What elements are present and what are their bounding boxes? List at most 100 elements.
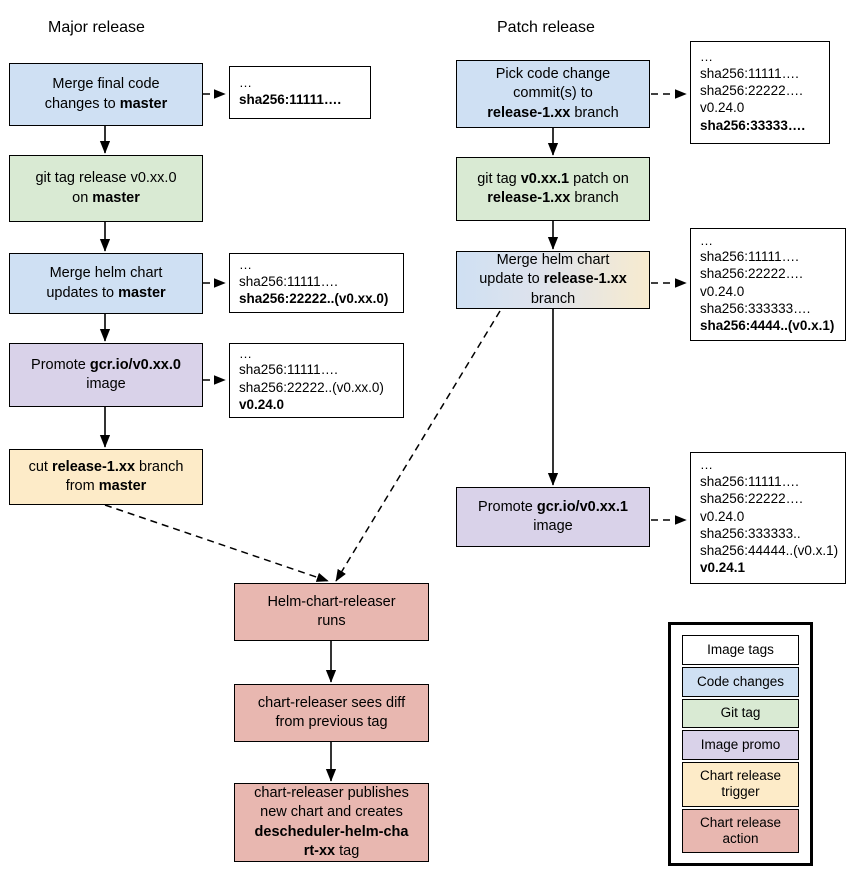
node-line: Promote (31, 356, 90, 373)
node-emphasis: release-1.xx (543, 271, 627, 288)
tag-line: … (239, 75, 253, 91)
node-helm-chart-releaser-runs[interactable]: Helm-chart-releaser runs (234, 583, 429, 641)
tag-line: sha256:11111…. (700, 65, 799, 81)
legend-item-1: Code changes (682, 666, 799, 697)
tag-line: v0.24.0 (700, 508, 745, 524)
node-line: update to (479, 271, 544, 288)
dashed-cut-branch-to-cr (104, 504, 329, 582)
node-merge-helm-chart-master[interactable]: Merge helm chart updates to master (9, 253, 203, 314)
node-line: git tag release v0.xx.0 (35, 170, 177, 187)
tag-line: sha256:33333…. (700, 117, 806, 133)
node-line: Pick code change (495, 66, 611, 83)
tag-line: sha256:44444..(v0.x.1) (700, 543, 839, 559)
node-emphasis: master (118, 284, 166, 301)
tag-line: sha256:11111…. (239, 273, 338, 289)
node-line: chart-releaser publishes (254, 785, 409, 802)
node-line: branch (570, 104, 619, 121)
node-line: chart-releaser sees diff (257, 694, 406, 711)
node-emphasis: release-1.xx (487, 104, 571, 121)
legend-item-5: Chart release action (682, 808, 799, 853)
tag-line: sha256:11111…. (239, 91, 342, 107)
tag-line: … (239, 256, 253, 272)
tag-line: sha256:22222..(v0.xx.0) (239, 290, 389, 306)
node-line: branch (570, 190, 619, 206)
tag-line: sha256:4444..(v0.x.1) (700, 318, 835, 334)
node-emphasis: rt-xx (303, 842, 336, 859)
node-line: Promote (478, 498, 537, 515)
node-promote-image-patch[interactable]: Promote gcr.io/v0.xx.1 image (456, 487, 650, 547)
tag-line: sha256:22222…. (700, 491, 803, 507)
tag-line: … (700, 49, 714, 65)
legend-item-label: Image promo (700, 737, 781, 753)
tag-line: sha256:22222…. (700, 266, 803, 282)
tag-line: … (700, 457, 714, 473)
node-git-tag-release[interactable]: git tag release v0.xx.0 on master (9, 155, 203, 222)
node-line: changes to (44, 95, 120, 112)
node-line: commit(s) to (513, 85, 593, 102)
node-emphasis: release-1.xx (487, 190, 571, 206)
node-merge-final-code[interactable]: Merge final code changes to master (9, 63, 203, 126)
legend-item-2: Git tag (682, 698, 799, 729)
tag-line: v0.24.0 (700, 283, 745, 299)
tag-box-major-promote: …sha256:11111….sha256:22222..(v0.xx.0)v0… (229, 343, 404, 418)
node-emphasis: v0.xx.1 (520, 170, 570, 187)
node-merge-helm-chart-release-branch[interactable]: Merge helm chart update to release-1.xx … (456, 251, 650, 309)
tag-line: sha256:333333…. (700, 300, 811, 316)
node-line: runs (317, 613, 346, 629)
node-line: Merge helm chart (496, 252, 610, 269)
node-line: new chart and creates (260, 804, 403, 821)
node-git-tag-patch[interactable]: git tag v0.xx.1 patch on release-1.xx br… (456, 157, 650, 221)
node-line: image (86, 376, 126, 392)
node-line: cut (28, 458, 52, 475)
node-chart-releaser-sees-diff[interactable]: chart-releaser sees diff from previous t… (234, 684, 429, 742)
tag-line: v0.24.0 (700, 100, 745, 116)
tag-line: … (239, 345, 253, 361)
major-release-title: Major release (48, 19, 145, 36)
legend-item-0: Image tags (682, 635, 799, 665)
node-emphasis: master (92, 189, 140, 206)
node-line: from (65, 478, 99, 494)
node-line: updates to (46, 284, 119, 301)
tag-box-major-merge-helm: …sha256:11111….sha256:22222..(v0.xx.0) (229, 253, 404, 313)
tag-line: v0.24.1 (700, 560, 746, 576)
node-promote-image-major[interactable]: Promote gcr.io/v0.xx.0 image (9, 343, 203, 407)
patch-release-title: Patch release (497, 19, 595, 36)
node-line: git tag (477, 170, 521, 187)
node-line: Merge helm chart (49, 265, 163, 282)
node-emphasis: release-1.xx (51, 458, 136, 475)
legend-item-3: Image promo (682, 730, 799, 761)
node-line: from previous tag (275, 714, 388, 730)
node-line: branch (530, 290, 576, 307)
node-line: patch on (569, 170, 629, 187)
node-line: Helm-chart-releaser (267, 593, 396, 610)
node-line: Merge final code (52, 76, 160, 93)
legend-item-label: Git tag (720, 705, 761, 721)
tag-line: sha256:11111…. (700, 249, 799, 265)
tag-line: sha256:22222..(v0.xx.0) (239, 379, 384, 395)
node-emphasis: master (98, 478, 147, 494)
node-emphasis: gcr.io/v0.xx.0 (89, 356, 181, 373)
legend-item-label: Chart release trigger (699, 768, 782, 800)
tag-line: … (700, 232, 714, 248)
tag-line: sha256:11111…. (700, 474, 799, 490)
legend-item-4: Chart release trigger (682, 762, 799, 807)
node-emphasis: gcr.io/v0.xx.1 (536, 498, 628, 515)
tag-line: sha256:11111…. (239, 362, 338, 378)
node-emphasis: descheduler-helm-cha (254, 823, 409, 840)
tag-line: sha256:333333.. (700, 525, 801, 541)
node-pick-code-change-commits[interactable]: Pick code change commit(s) to release-1.… (456, 60, 650, 128)
tag-line: v0.24.0 (239, 396, 285, 412)
node-chart-releaser-publishes[interactable]: chart-releaser publishes new chart and c… (234, 783, 429, 862)
node-cut-release-branch[interactable]: cut release-1.xx branch from master (9, 449, 203, 505)
node-line: branch (135, 458, 184, 475)
legend-item-label: Image tags (707, 641, 774, 657)
node-emphasis: master (119, 95, 168, 112)
legend-item-label: Chart release action (699, 814, 782, 846)
tag-line: sha256:22222…. (700, 83, 803, 99)
node-line: tag (335, 842, 360, 859)
